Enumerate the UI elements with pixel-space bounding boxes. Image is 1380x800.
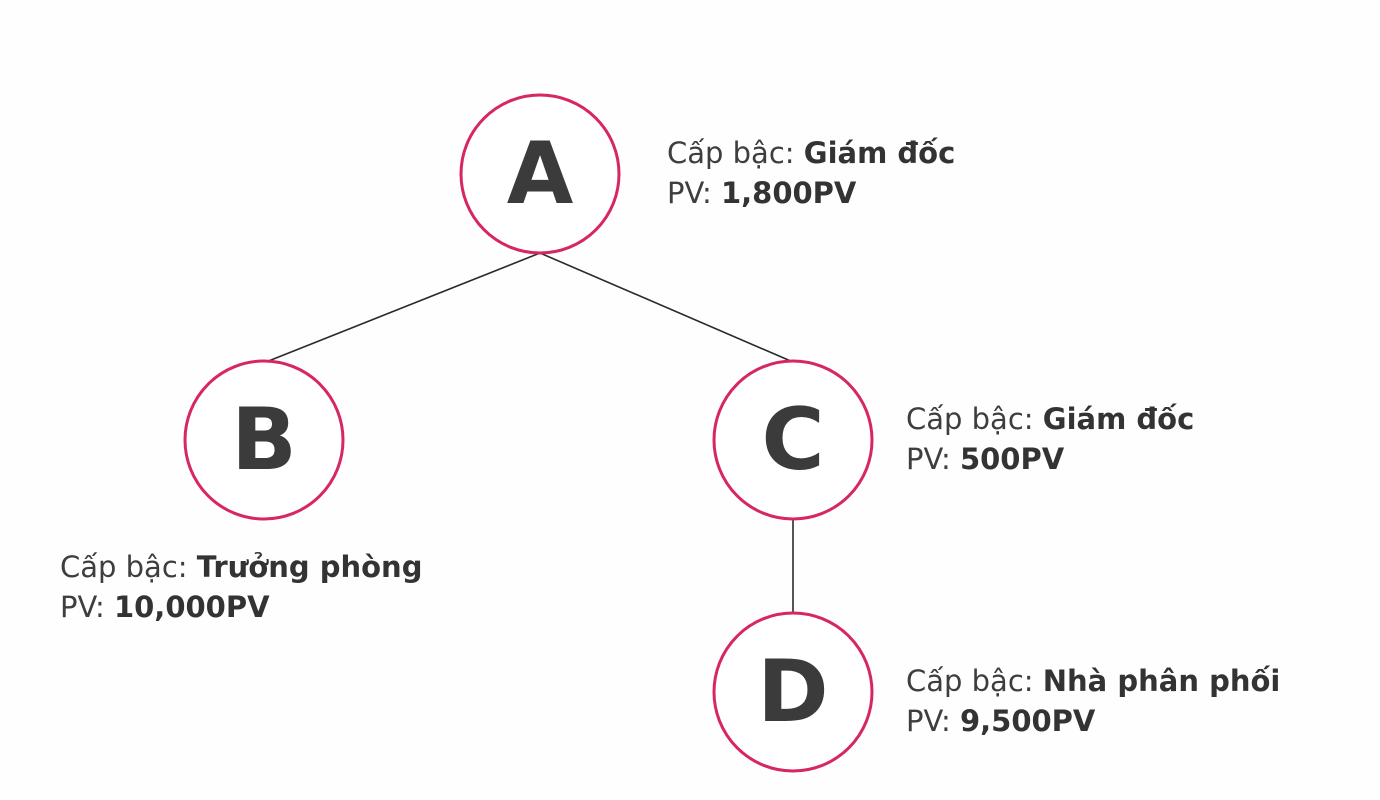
node-d-rank-label: Cấp bậc:	[906, 664, 1034, 698]
node-d-pv-line: PV: 9,500PV	[906, 701, 1280, 741]
node-a-letter: A	[507, 124, 574, 224]
node-b-rank-label: Cấp bậc:	[60, 550, 188, 584]
node-d-letter: D	[757, 642, 828, 742]
node-a-rank: Giám đốc	[803, 136, 956, 170]
node-a-rank-line: Cấp bậc: Giám đốc	[667, 133, 955, 173]
node-c-circle	[712, 359, 874, 521]
node-c-rank-line: Cấp bậc: Giám đốc	[906, 399, 1194, 439]
node-d-rank-line: Cấp bậc: Nhà phân phối	[906, 661, 1280, 701]
node-b-info: Cấp bậc: Trưởng phòng PV: 10,000PV	[60, 547, 422, 627]
node-b-pv-line: PV: 10,000PV	[60, 587, 422, 627]
node-b: B	[183, 359, 345, 521]
node-c-pv-line: PV: 500PV	[906, 439, 1194, 479]
node-d: D	[712, 611, 874, 773]
node-a: A	[459, 93, 621, 255]
node-a-rank-label: Cấp bậc:	[667, 136, 795, 170]
node-b-pv: 10,000PV	[113, 590, 270, 624]
node-c-rank: Giám đốc	[1042, 402, 1195, 436]
node-c: C	[712, 359, 874, 521]
node-b-rank-line: Cấp bậc: Trưởng phòng	[60, 547, 422, 587]
node-c-letter: C	[761, 390, 824, 490]
node-d-rank: Nhà phân phối	[1042, 664, 1281, 698]
node-c-info: Cấp bậc: Giám đốc PV: 500PV	[906, 399, 1194, 479]
node-d-pv-label: PV:	[906, 704, 951, 738]
node-a-circle	[459, 93, 621, 255]
edge-a-c	[539, 252, 794, 363]
node-a-pv-label: PV:	[667, 176, 712, 210]
node-b-rank: Trưởng phòng	[196, 550, 423, 584]
node-a-pv: 1,800PV	[720, 176, 857, 210]
node-a-info: Cấp bậc: Giám đốc PV: 1,800PV	[667, 133, 955, 213]
node-c-pv: 500PV	[959, 442, 1065, 476]
node-b-letter: B	[231, 390, 297, 490]
node-b-circle	[183, 359, 345, 521]
node-d-info: Cấp bậc: Nhà phân phối PV: 9,500PV	[906, 661, 1280, 741]
node-c-rank-label: Cấp bậc:	[906, 402, 1034, 436]
node-d-circle	[712, 611, 874, 773]
edge-a-b	[265, 252, 541, 363]
node-a-pv-line: PV: 1,800PV	[667, 173, 955, 213]
node-c-pv-label: PV:	[906, 442, 951, 476]
node-b-pv-label: PV:	[60, 590, 105, 624]
node-d-pv: 9,500PV	[959, 704, 1096, 738]
